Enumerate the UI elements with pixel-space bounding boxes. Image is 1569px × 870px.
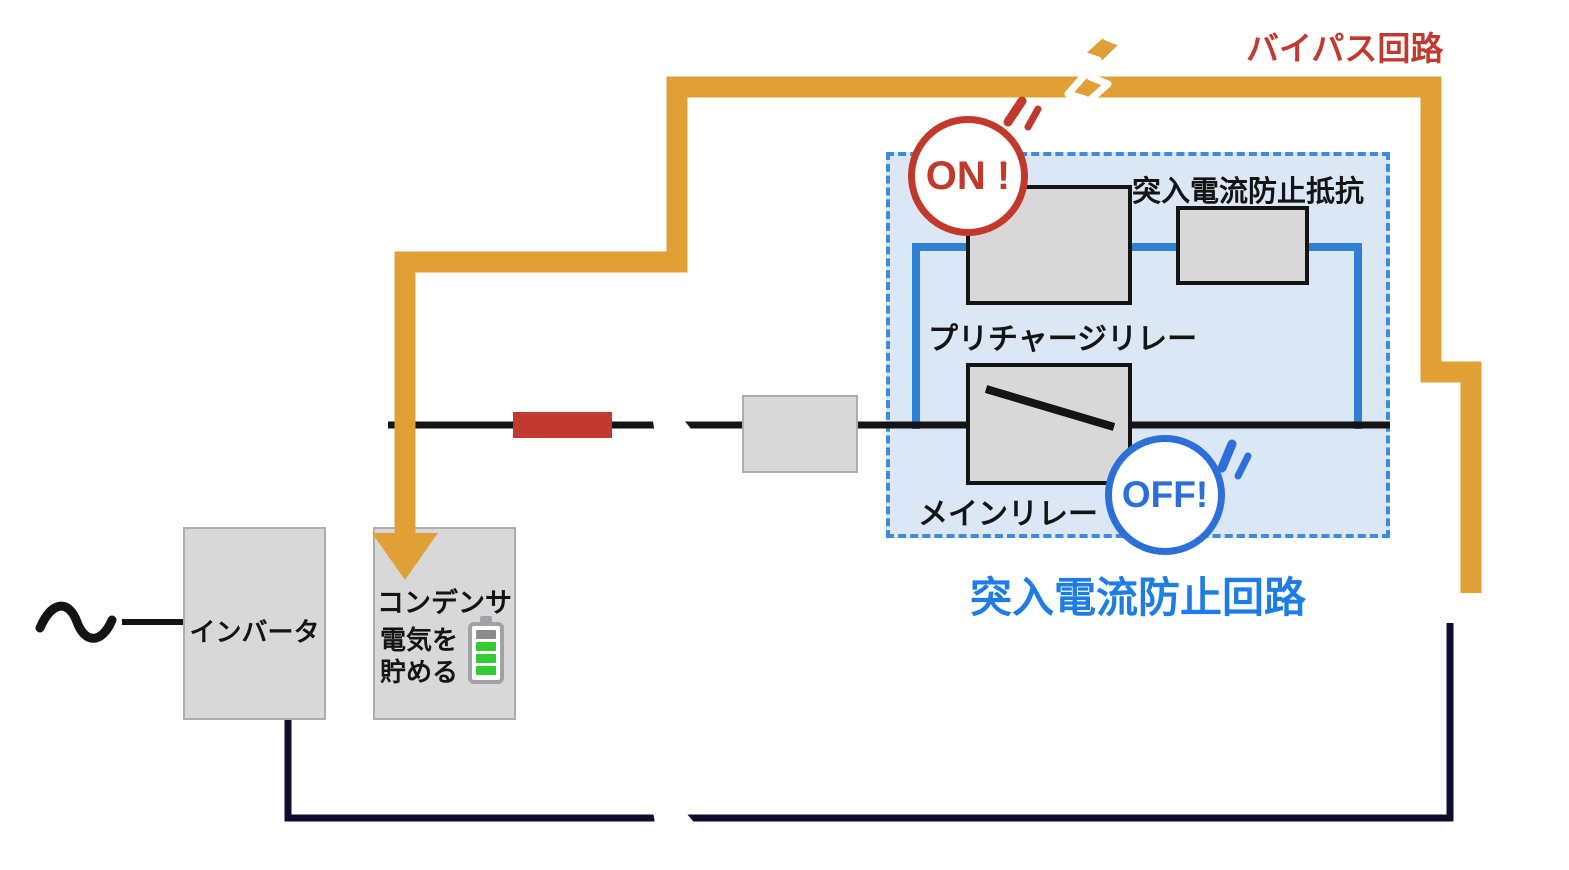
off-badge: OFF! xyxy=(1105,435,1225,555)
ac-source-icon xyxy=(22,572,122,672)
battery-band-green xyxy=(476,654,496,663)
blocked-current-bar xyxy=(513,412,612,438)
ac-sine-wave-icon xyxy=(35,601,117,643)
main-relay-box xyxy=(966,363,1132,485)
battery-band-green xyxy=(476,666,496,675)
battery-band-green xyxy=(476,642,496,651)
emphasis-stroke-icon xyxy=(1003,96,1027,127)
emphasis-stroke-icon xyxy=(1024,105,1042,131)
bypass-circuit-label: バイパス回路 xyxy=(1246,30,1444,67)
battery-cap xyxy=(480,616,492,623)
connector-box xyxy=(742,395,858,473)
inrush-resistor-label: 突入電流防止抵抗 xyxy=(1132,176,1365,208)
inverter-box xyxy=(183,527,326,720)
precharge-relay-label: プリチャージリレー xyxy=(928,323,1198,356)
capacitor-note-line1: 電気を xyxy=(380,625,459,655)
capacitor-label: コンデンサ xyxy=(377,588,512,618)
lightning-icon xyxy=(1052,0,1140,134)
main-relay-label: メインリレー xyxy=(918,498,1098,531)
on-badge: ON ! xyxy=(908,116,1028,236)
cut-mark-icon xyxy=(652,406,697,453)
inverter-label: インバータ xyxy=(189,617,320,647)
battery-icon xyxy=(468,616,504,684)
inrush-circuit-title: 突入電流防止回路 xyxy=(970,574,1307,621)
inrush-resistor-box xyxy=(1176,206,1309,285)
cut-mark-icon xyxy=(652,796,697,843)
capacitor-note-line2: 貯める xyxy=(380,657,459,687)
battery-band-gray xyxy=(476,630,496,639)
